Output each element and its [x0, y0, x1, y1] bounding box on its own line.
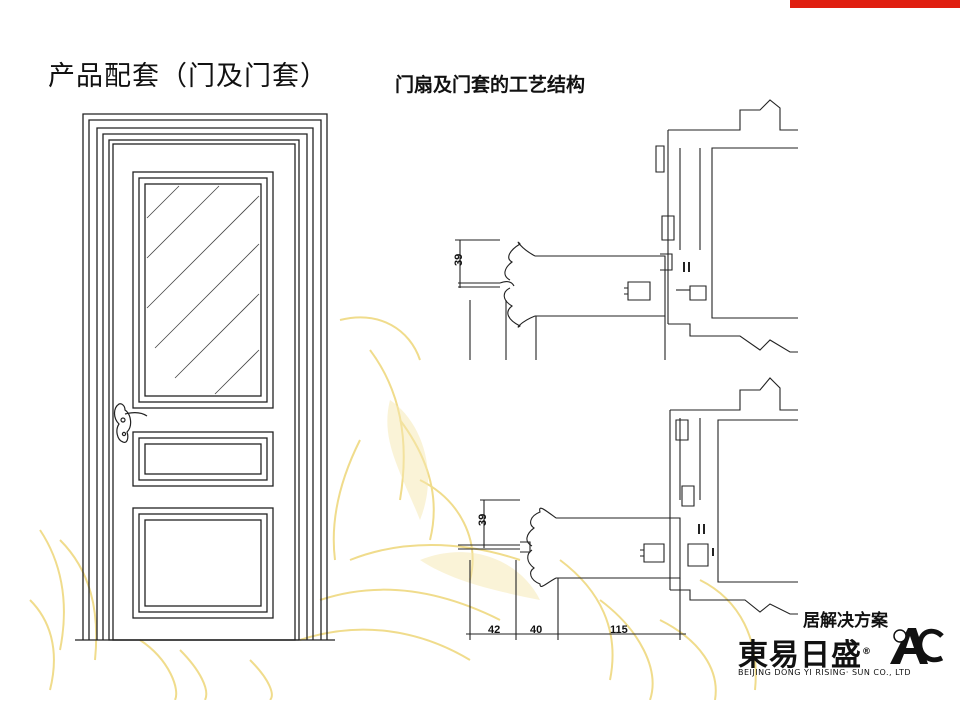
page-subtitle: 门扇及门套的工艺结构 — [395, 74, 586, 96]
door-elevation-drawing — [75, 113, 335, 641]
dim-115: 115 — [610, 624, 628, 636]
page-title: 产品配套（门及门套） — [48, 61, 328, 92]
brand-subname: BEIJING DONG YI RISING· SUN CO., LTD — [738, 668, 911, 677]
door-handle-icon — [113, 403, 148, 443]
dim-top-39: 39 — [453, 254, 465, 266]
brand-name: 東易日盛® — [738, 638, 872, 673]
brand-logo: 東易日盛® BEIJING DONG YI RISING· SUN CO., L… — [738, 624, 948, 684]
dim-40: 40 — [530, 624, 542, 636]
brand-mark-icon — [890, 628, 944, 664]
top-accent-bar — [790, 0, 960, 8]
floral-decoration — [29, 316, 757, 700]
dim-bottom-39: 39 — [477, 514, 489, 526]
brand-slogan: 居解决方案 — [803, 611, 888, 631]
frame-section-diagram: 39 39 42 40 115 — [453, 99, 798, 640]
dim-42: 42 — [488, 624, 500, 636]
